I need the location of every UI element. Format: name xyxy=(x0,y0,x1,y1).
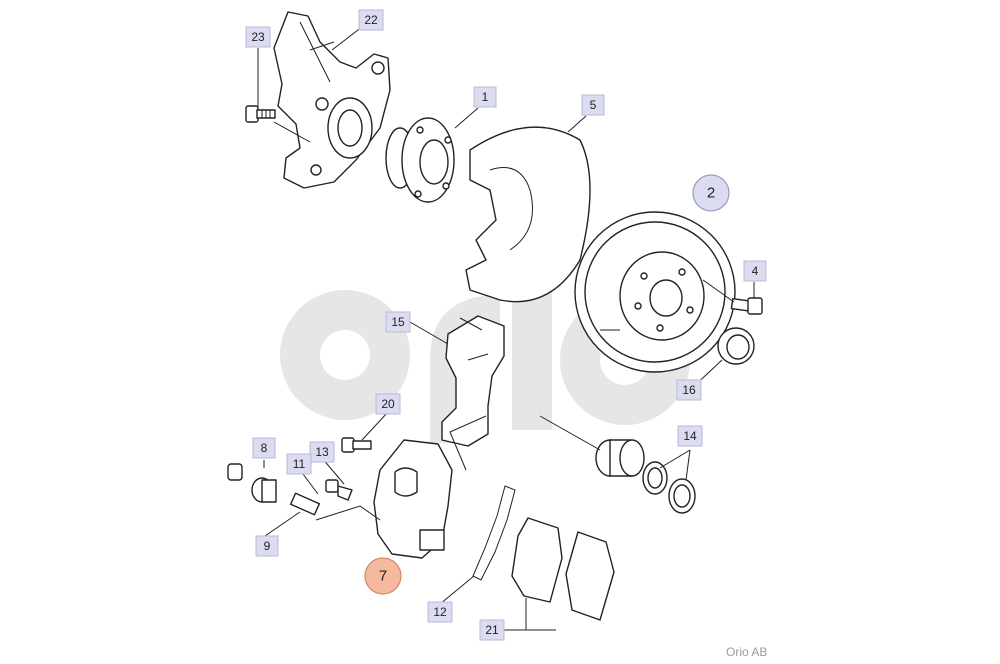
guide-bolt xyxy=(341,437,372,453)
label-14-text: 14 xyxy=(683,429,697,443)
caliper-carrier xyxy=(441,315,505,447)
label-20-text: 20 xyxy=(381,397,395,411)
label-4: 4 xyxy=(743,260,767,282)
steering-knuckle xyxy=(273,11,391,189)
label-22: 22 xyxy=(358,9,384,31)
label-8-text: 8 xyxy=(261,441,268,455)
label-12-text: 12 xyxy=(433,605,447,619)
bleeder-parts xyxy=(227,463,353,516)
label-1: 1 xyxy=(473,86,497,108)
knuckle-bolt xyxy=(245,105,276,123)
wheel-hub xyxy=(385,117,455,203)
label-12: 12 xyxy=(427,601,453,623)
callout-2-text: 2 xyxy=(707,185,715,202)
brake-disc xyxy=(574,211,736,373)
anti-rattle-spring xyxy=(472,485,516,581)
wheel-bolt xyxy=(730,297,763,315)
label-9: 9 xyxy=(255,535,279,557)
dust-shield xyxy=(465,126,591,303)
spacer-ring xyxy=(717,327,755,365)
brake-pads xyxy=(511,517,615,621)
label-5: 5 xyxy=(581,94,605,116)
leader-lines xyxy=(257,19,755,631)
label-20: 20 xyxy=(375,393,401,415)
label-9-text: 9 xyxy=(264,539,271,553)
label-13: 13 xyxy=(309,441,335,463)
label-21-text: 21 xyxy=(485,623,499,637)
label-16-text: 16 xyxy=(682,383,696,397)
label-13-text: 13 xyxy=(315,445,329,459)
callout-2: 2 xyxy=(692,174,730,212)
label-23-text: 23 xyxy=(251,30,265,44)
label-16: 16 xyxy=(676,379,702,401)
label-11: 11 xyxy=(286,453,312,475)
label-8: 8 xyxy=(252,437,276,459)
callout-7: 7 xyxy=(364,557,402,595)
callout-7-text: 7 xyxy=(379,568,387,585)
credit-text: Orio AB xyxy=(726,645,767,659)
label-14: 14 xyxy=(677,425,703,447)
label-21: 21 xyxy=(479,619,505,641)
label-11-text: 11 xyxy=(293,457,306,471)
label-5-text: 5 xyxy=(590,98,597,112)
label-15: 15 xyxy=(385,311,411,333)
label-1-text: 1 xyxy=(482,90,489,104)
caliper-piston xyxy=(595,439,696,514)
label-15-text: 15 xyxy=(391,315,405,329)
label-23: 23 xyxy=(245,26,271,48)
label-4-text: 4 xyxy=(752,264,759,278)
label-22-text: 22 xyxy=(364,13,378,27)
caliper xyxy=(373,439,453,559)
